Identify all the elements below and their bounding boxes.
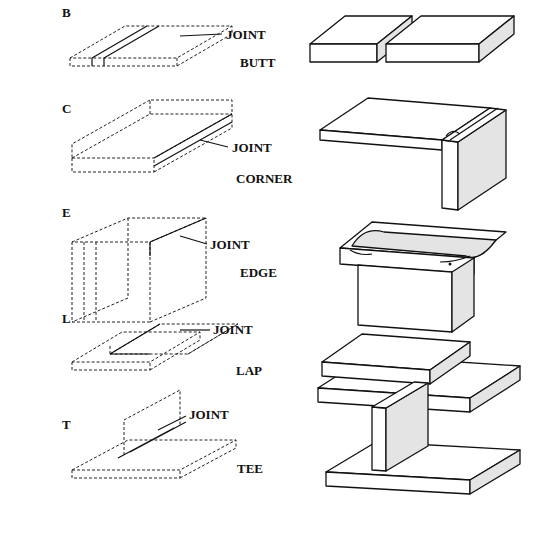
tee-schematic xyxy=(72,390,236,478)
joint-pointer-label: JOINT xyxy=(232,141,272,154)
joint-letter: E xyxy=(62,206,71,219)
joint-letter: B xyxy=(62,6,71,19)
corner-schematic xyxy=(72,100,232,172)
joint-letter: C xyxy=(62,102,71,115)
tee-plates xyxy=(326,382,520,494)
joint-letter: T xyxy=(62,418,71,431)
joint-pointer-label: JOINT xyxy=(189,408,229,421)
joint-type-name: TEE xyxy=(237,462,263,475)
joint-pointer-label: JOINT xyxy=(226,28,266,41)
edge-plates xyxy=(340,222,506,332)
corner-plates xyxy=(320,98,506,210)
joint-type-name: BUTT xyxy=(240,56,275,69)
joint-pointer-label: JOINT xyxy=(210,238,250,251)
butt-plates xyxy=(310,16,514,62)
edge-schematic xyxy=(72,218,207,322)
butt-schematic xyxy=(70,26,232,66)
joint-type-name: CORNER xyxy=(236,172,292,185)
joint-type-name: EDGE xyxy=(240,266,277,279)
joint-type-name: LAP xyxy=(236,364,262,377)
joint-pointer-label: JOINT xyxy=(213,323,253,336)
joint-letter: L xyxy=(62,312,71,325)
